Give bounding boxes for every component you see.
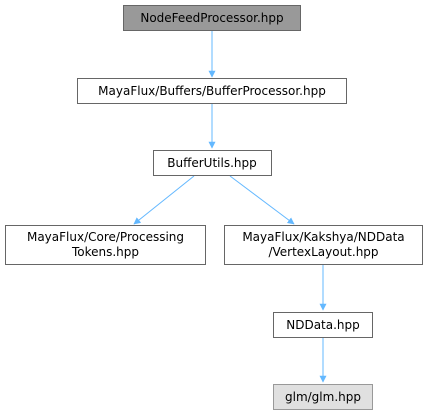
node-vertexlayout[interactable]: MayaFlux/Kakshya/NDData /VertexLayout.hp… bbox=[224, 225, 423, 265]
node-label: NDData.hpp bbox=[286, 318, 360, 332]
node-box bbox=[5, 225, 206, 265]
edges bbox=[133, 31, 327, 383]
edge-bufferutils-to-processingtokens bbox=[133, 175, 195, 225]
edge-bufferutils-to-vertexlayout bbox=[229, 175, 295, 225]
node-label: MayaFlux/Buffers/BufferProcessor.hpp bbox=[98, 84, 326, 98]
node-box bbox=[153, 150, 272, 176]
node-label: glm/glm.hpp bbox=[285, 390, 361, 404]
node-label: NodeFeedProcessor.hpp bbox=[140, 11, 283, 25]
node-nodefeedprocessor[interactable]: NodeFeedProcessor.hpp bbox=[123, 5, 301, 31]
node-glm[interactable]: glm/glm.hpp bbox=[273, 384, 373, 410]
node-label: BufferUtils.hpp bbox=[167, 156, 256, 170]
node-box bbox=[224, 225, 423, 265]
node-label-line1: MayaFlux/Core/Processing bbox=[27, 230, 184, 244]
node-box bbox=[77, 78, 347, 104]
node-box bbox=[273, 312, 373, 338]
node-bufferutils[interactable]: BufferUtils.hpp bbox=[153, 150, 272, 176]
node-label-line1: MayaFlux/Kakshya/NDData bbox=[242, 230, 404, 244]
node-label-line2: /VertexLayout.hpp bbox=[268, 245, 378, 259]
node-box bbox=[123, 5, 301, 31]
node-bufferprocessor[interactable]: MayaFlux/Buffers/BufferProcessor.hpp bbox=[77, 78, 347, 104]
node-nddata[interactable]: NDData.hpp bbox=[273, 312, 373, 338]
node-box bbox=[273, 384, 373, 410]
node-processingtokens[interactable]: MayaFlux/Core/Processing Tokens.hpp bbox=[5, 225, 206, 265]
node-label-line2: Tokens.hpp bbox=[71, 245, 139, 259]
